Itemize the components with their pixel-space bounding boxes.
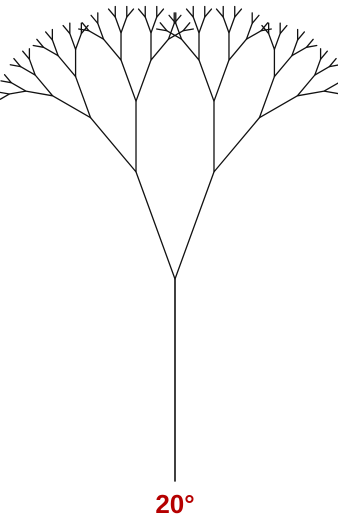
branch-segment <box>187 9 194 17</box>
branch-segment <box>0 94 9 99</box>
branch-segment <box>205 9 212 17</box>
branch-segment <box>115 17 121 33</box>
branch-segment <box>127 9 134 17</box>
branch-segment <box>136 60 151 101</box>
branch-segment <box>139 9 146 17</box>
branch-segment <box>104 39 121 60</box>
branch-segment <box>229 39 246 60</box>
branch-segment <box>121 17 127 33</box>
branch-segment <box>298 32 305 40</box>
branch-segment <box>53 96 91 118</box>
branch-segment <box>157 9 164 17</box>
branch-segment <box>151 17 157 33</box>
branch-segment <box>274 56 291 77</box>
branch-segment <box>259 77 274 118</box>
branch-segment <box>136 172 175 279</box>
branch-segment <box>121 60 136 101</box>
branch-segment <box>274 34 280 50</box>
branch-segment <box>324 83 338 91</box>
branch-segment <box>280 26 287 34</box>
branch-segment <box>11 83 26 91</box>
branch-segment <box>145 17 151 33</box>
branch-segment <box>214 60 229 101</box>
branch-segment <box>91 15 98 23</box>
branch-segment <box>229 17 235 33</box>
branch-segment <box>9 91 26 94</box>
angle-label: 20° <box>0 489 338 519</box>
branch-segment <box>151 39 168 60</box>
branch-segment <box>58 56 75 77</box>
branch-segment <box>324 91 338 94</box>
branch-segment <box>0 92 9 94</box>
branch-segment <box>252 15 259 23</box>
branch-segment <box>199 60 214 101</box>
branch-segment <box>193 17 199 33</box>
branch-segment <box>259 96 297 118</box>
branch-segment <box>235 9 242 17</box>
branch-segment <box>23 51 30 59</box>
branch-segment <box>217 9 224 17</box>
branch-segment <box>199 17 205 33</box>
branch-segment <box>63 26 70 34</box>
fractal-tree-canvas <box>0 0 338 489</box>
branch-segment <box>175 172 214 279</box>
branch-segment <box>223 17 229 33</box>
branch-segment <box>321 51 328 59</box>
branch-segment <box>214 118 259 172</box>
branch-segment <box>46 32 53 40</box>
branch-segment <box>91 118 136 172</box>
branch-segment <box>269 34 275 50</box>
branch-segment <box>109 9 116 17</box>
branch-segment <box>182 39 199 60</box>
branch-segment <box>76 34 82 50</box>
branch-segment <box>76 77 91 118</box>
branch-segment <box>70 34 76 50</box>
